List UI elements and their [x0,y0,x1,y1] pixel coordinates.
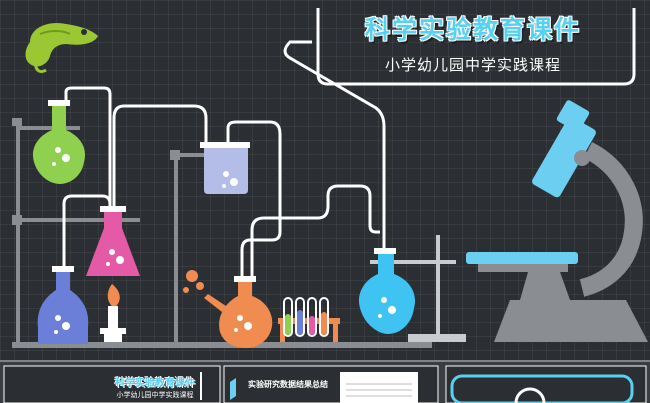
thumbnail-1[interactable] [3,365,221,403]
purple-flask [37,266,89,344]
bunsen-burner-icon [100,284,126,342]
lab-bench [12,342,432,348]
thumbnail-2[interactable] [223,365,439,403]
connecting-tubes [62,40,386,278]
orange-flask [183,270,273,348]
thumbnail-1-title-block: 科学实验教育课件 小学幼儿园中学实践课程 [100,374,210,400]
microscope-icon [466,100,648,342]
cyan-flask [358,248,416,334]
thumbnail-3[interactable] [445,365,647,403]
thumbnail-1-title: 科学实验教育课件 [115,378,195,389]
green-flask [32,100,86,184]
test-tube-rack [278,297,340,342]
lab-stand-left [14,122,220,348]
chameleon-logo-icon [25,22,98,74]
title-frame [316,8,636,86]
thumbnail-1-subtitle: 小学幼儿园中学实践课程 [116,391,194,399]
thumbnail-2-heading: 实验研究数据结果总结 [248,380,328,389]
lavender-beaker [200,142,250,194]
pink-flask [86,206,140,276]
